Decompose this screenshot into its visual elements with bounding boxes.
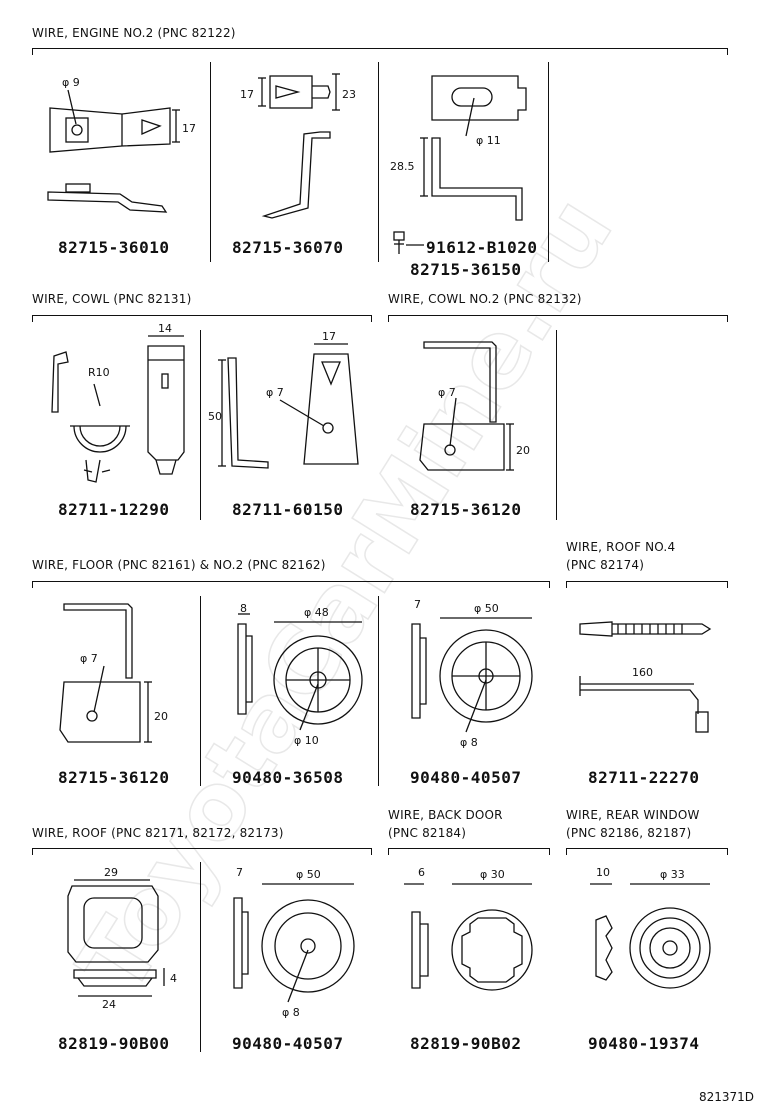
svg-text:6: 6 bbox=[418, 866, 425, 879]
part-diagram-82711-60150: 17 50 φ 7 bbox=[208, 330, 380, 490]
part-number-82715-36120-a: 82715-36120 bbox=[410, 500, 522, 519]
column-divider bbox=[378, 62, 379, 262]
figure-code: 821371D bbox=[698, 1090, 754, 1104]
section-bracket bbox=[32, 315, 372, 322]
section-title-roof4-pnc: (PNC 82174) bbox=[566, 558, 645, 572]
svg-text:φ 33: φ 33 bbox=[660, 868, 685, 881]
svg-text:R10: R10 bbox=[88, 366, 110, 379]
section-bracket bbox=[566, 581, 728, 588]
section-bracket bbox=[32, 48, 728, 55]
part-diagram-82715-36150: φ 11 28.5 bbox=[388, 62, 548, 262]
svg-text:28.5: 28.5 bbox=[390, 160, 415, 173]
part-diagram-90480-40507-a: 7 φ 50 φ 8 bbox=[388, 596, 548, 756]
part-number-82715-36150: 82715-36150 bbox=[410, 260, 522, 279]
svg-text:φ 8: φ 8 bbox=[460, 736, 478, 749]
svg-text:φ 11: φ 11 bbox=[476, 134, 501, 147]
svg-text:φ 7: φ 7 bbox=[80, 652, 98, 665]
part-diagram-82819-90B00: 29 24 4 bbox=[40, 862, 200, 1022]
svg-text:160: 160 bbox=[632, 666, 653, 679]
section-bracket bbox=[32, 581, 550, 588]
section-title-back-door: WIRE, BACK DOOR bbox=[388, 808, 503, 822]
part-number-90480-40507-a: 90480-40507 bbox=[410, 768, 522, 787]
part-number-82711-12290: 82711-12290 bbox=[58, 500, 170, 519]
svg-text:50: 50 bbox=[208, 410, 222, 423]
svg-text:10: 10 bbox=[596, 866, 610, 879]
svg-text:29: 29 bbox=[104, 866, 118, 879]
section-bracket bbox=[32, 848, 372, 855]
part-number-90480-40507-b: 90480-40507 bbox=[232, 1034, 344, 1053]
svg-text:φ 9: φ 9 bbox=[62, 76, 80, 89]
section-title-floor: WIRE, FLOOR (PNC 82161) & NO.2 (PNC 8216… bbox=[32, 558, 326, 572]
svg-text:17: 17 bbox=[240, 88, 254, 101]
part-number-82711-60150: 82711-60150 bbox=[232, 500, 344, 519]
part-diagram-90480-36508: 8 φ 48 φ 10 bbox=[210, 596, 380, 756]
part-diagram-90480-40507-b: 7 φ 50 φ 8 bbox=[210, 862, 380, 1022]
part-number-91612-B1020: 91612-B1020 bbox=[426, 238, 538, 257]
svg-text:φ 50: φ 50 bbox=[296, 868, 321, 881]
column-divider bbox=[556, 330, 557, 520]
svg-text:24: 24 bbox=[102, 998, 116, 1011]
svg-text:17: 17 bbox=[322, 330, 336, 343]
svg-text:20: 20 bbox=[154, 710, 168, 723]
section-title-roof4: WIRE, ROOF NO.4 bbox=[566, 540, 676, 554]
section-title-engine: WIRE, ENGINE NO.2 (PNC 82122) bbox=[32, 26, 236, 40]
svg-text:φ 7: φ 7 bbox=[438, 386, 456, 399]
svg-text:14: 14 bbox=[158, 322, 172, 335]
section-title-cowl: WIRE, COWL (PNC 82131) bbox=[32, 292, 192, 306]
svg-text:φ 48: φ 48 bbox=[304, 606, 329, 619]
column-divider bbox=[200, 862, 201, 1052]
part-diagram-82711-22270: 160 bbox=[566, 596, 726, 756]
column-divider bbox=[378, 596, 379, 786]
part-number-82711-22270: 82711-22270 bbox=[588, 768, 700, 787]
column-divider bbox=[210, 62, 211, 262]
column-divider bbox=[200, 330, 201, 520]
part-number-82715-36070: 82715-36070 bbox=[232, 238, 344, 257]
part-number-82715-36010: 82715-36010 bbox=[58, 238, 170, 257]
section-title-back-door-pnc: (PNC 82184) bbox=[388, 826, 467, 840]
svg-text:φ 10: φ 10 bbox=[294, 734, 319, 747]
svg-text:φ 8: φ 8 bbox=[282, 1006, 300, 1019]
section-bracket bbox=[566, 848, 728, 855]
column-divider bbox=[548, 62, 549, 262]
part-diagram-82715-36070: 17 23 bbox=[220, 62, 378, 232]
svg-text:φ 7: φ 7 bbox=[266, 386, 284, 399]
svg-text:7: 7 bbox=[414, 598, 421, 611]
section-title-rear-window: WIRE, REAR WINDOW bbox=[566, 808, 700, 822]
svg-text:20: 20 bbox=[516, 444, 530, 457]
part-number-90480-19374: 90480-19374 bbox=[588, 1034, 700, 1053]
part-number-90480-36508: 90480-36508 bbox=[232, 768, 344, 787]
part-diagram-82819-90B02: 6 φ 30 bbox=[388, 862, 548, 1022]
section-bracket bbox=[388, 848, 550, 855]
svg-text:φ 30: φ 30 bbox=[480, 868, 505, 881]
part-diagram-82715-36010: φ 9 17 bbox=[40, 62, 210, 232]
svg-text:8: 8 bbox=[240, 602, 247, 615]
part-number-82819-90B00: 82819-90B00 bbox=[58, 1034, 170, 1053]
part-diagram-82711-12290: R10 14 bbox=[40, 322, 200, 492]
section-title-roof: WIRE, ROOF (PNC 82171, 82172, 82173) bbox=[32, 826, 284, 840]
part-diagram-90480-19374: 10 φ 33 bbox=[566, 862, 726, 1022]
part-number-82819-90B02: 82819-90B02 bbox=[410, 1034, 522, 1053]
svg-text:φ 50: φ 50 bbox=[474, 602, 499, 615]
part-diagram-82715-36120: φ 7 20 bbox=[400, 330, 550, 490]
svg-text:17: 17 bbox=[182, 122, 196, 135]
part-number-82715-36120-b: 82715-36120 bbox=[58, 768, 170, 787]
section-title-cowl2: WIRE, COWL NO.2 (PNC 82132) bbox=[388, 292, 582, 306]
svg-text:4: 4 bbox=[170, 972, 177, 985]
svg-text:7: 7 bbox=[236, 866, 243, 879]
column-divider bbox=[200, 596, 201, 786]
svg-text:23: 23 bbox=[342, 88, 356, 101]
part-diagram-82715-36120-b: φ 7 20 bbox=[40, 596, 200, 756]
section-title-rear-window-pnc: (PNC 82186, 82187) bbox=[566, 826, 692, 840]
section-bracket bbox=[388, 315, 728, 322]
